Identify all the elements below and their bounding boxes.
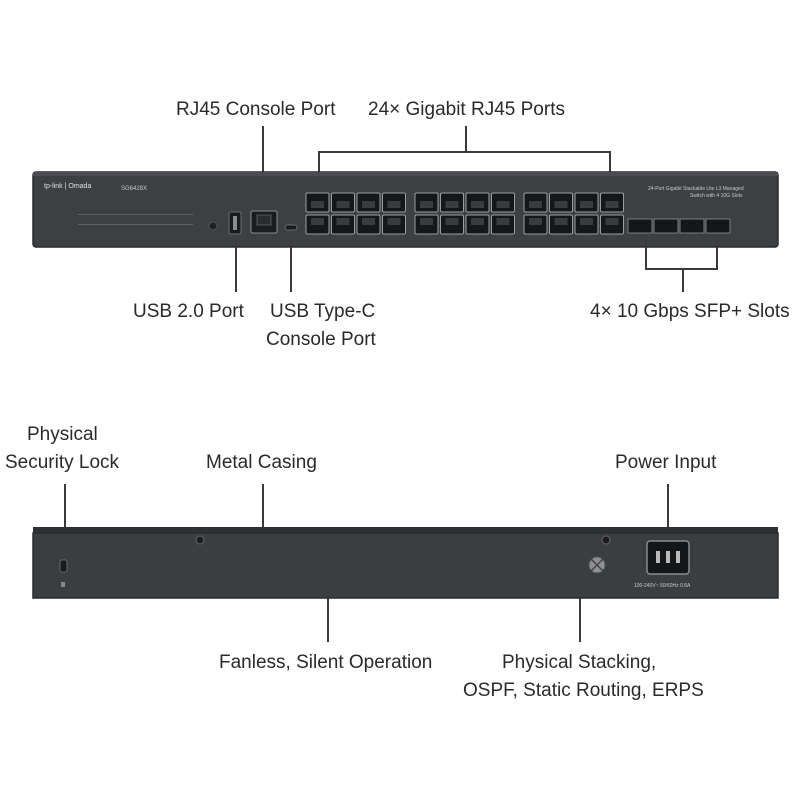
rear-panel-top <box>33 527 778 534</box>
gigabit-port-jack <box>445 218 459 225</box>
gigabit-port-jack <box>311 218 324 225</box>
gigabit-port-jack <box>471 218 484 225</box>
label-security-line-2: Security Lock <box>5 452 120 473</box>
gigabit-port-jack <box>471 201 484 208</box>
front-panel-edge <box>33 172 778 176</box>
gigabit-port-jack <box>496 218 510 225</box>
gigabit-port-jack <box>580 201 593 208</box>
gigabit-port-jack <box>554 201 568 208</box>
usbc-leader <box>290 240 292 292</box>
gigabit-port-jack <box>311 201 324 208</box>
gigabit-port-jack <box>580 218 593 225</box>
brand-logo: tp-link | Omada <box>44 183 92 190</box>
sfp-bracket-left <box>645 240 647 270</box>
label-metal-casing: Metal Casing <box>206 452 317 473</box>
gigabit-port-jack <box>496 201 510 208</box>
gigabit-port-jack <box>362 218 375 225</box>
sfp-bracket-right <box>716 240 718 270</box>
gigabit-port-jack <box>362 201 375 208</box>
gigabit-port-jack <box>387 201 401 208</box>
gigabit-port-jack <box>605 201 619 208</box>
usb20-leader <box>235 240 237 292</box>
fanless-leader <box>327 598 329 642</box>
label-security-line-1: Physical <box>27 424 98 445</box>
stacking-screw <box>601 535 611 545</box>
gigabit-port-jack <box>336 218 350 225</box>
sfp-bracket-stem <box>682 268 684 292</box>
gigabit-bracket-right <box>609 151 611 185</box>
gigabit-bracket-left <box>318 151 320 185</box>
label-power-input: Power Input <box>615 452 717 473</box>
casing-screw <box>195 535 205 545</box>
gigabit-port-jack <box>336 201 350 208</box>
rj45-console-leader <box>262 126 264 196</box>
gigabit-port-jack <box>605 218 619 225</box>
description-line-2: Switch with 4 10G Slots <box>690 193 743 199</box>
label-usbc-line-1: USB Type-C <box>270 301 376 322</box>
gigabit-port-jack <box>529 201 542 208</box>
power-rating: 100-240V~ 50/60Hz 0.8A <box>634 583 691 589</box>
gigabit-port-jack <box>420 201 433 208</box>
label-gigabit-ports: 24× Gigabit RJ45 Ports <box>368 99 565 120</box>
security-lock-slot <box>59 559 68 573</box>
sfp-bracket-bar <box>645 268 718 270</box>
gigabit-port-jack <box>554 218 568 225</box>
label-usb20-port: USB 2.0 Port <box>133 301 244 322</box>
gigabit-bracket-stem <box>465 126 467 152</box>
gigabit-port-jack <box>445 201 459 208</box>
label-usbc-line-2: Console Port <box>266 329 376 350</box>
model-number: SG6428X <box>121 186 148 192</box>
usbc-console-port <box>284 224 298 231</box>
stacking-leader <box>579 598 581 642</box>
label-stacking-line-1: Physical Stacking, <box>502 652 657 673</box>
casing-leader <box>262 484 264 528</box>
label-stacking-line-2: OSPF, Static Routing, ERPS <box>463 680 704 701</box>
label-rj45-console-port: RJ45 Console Port <box>176 99 336 120</box>
gigabit-port-jack <box>420 218 433 225</box>
gigabit-port-groups <box>305 192 624 235</box>
sfp-slots <box>627 218 731 234</box>
security-leader <box>64 484 66 558</box>
gigabit-port-jack <box>387 218 401 225</box>
description-line-1: 24-Port Gigabit Stackable Lite L3 Manage… <box>648 186 744 192</box>
label-fanless: Fanless, Silent Operation <box>219 652 433 673</box>
gigabit-bracket-bar <box>318 151 611 153</box>
gigabit-port-jack <box>529 218 542 225</box>
power-leader <box>667 484 669 540</box>
led-grid <box>78 214 193 225</box>
led-mode-button <box>208 221 218 231</box>
label-sfp-slots: 4× 10 Gbps SFP+ Slots <box>590 301 790 322</box>
